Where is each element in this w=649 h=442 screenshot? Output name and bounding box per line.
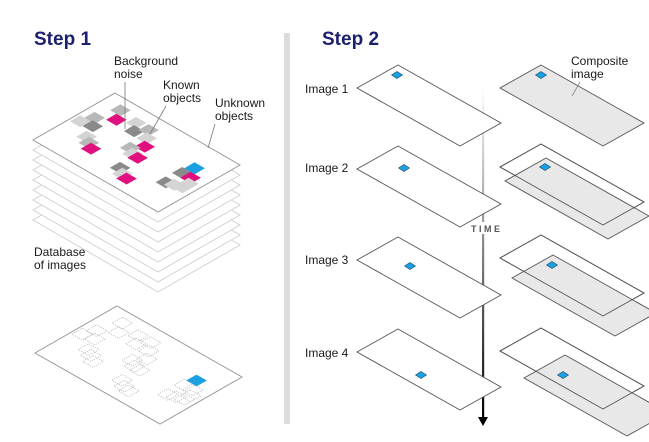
database-label-line2: of images xyxy=(34,258,86,272)
composite-4 xyxy=(499,327,649,437)
image-plate-outline xyxy=(356,328,502,411)
empty-cell xyxy=(125,337,148,351)
noise-cell xyxy=(123,125,145,138)
step1-title: Step 1 xyxy=(34,29,91,50)
unknown-object-cell xyxy=(186,374,207,387)
empty-cell xyxy=(121,353,144,367)
background-noise-label-line1: Background xyxy=(114,54,178,68)
composite-plate xyxy=(504,157,649,240)
noise-cell xyxy=(84,111,105,124)
unknown-objects-leader xyxy=(207,123,216,149)
empty-cell xyxy=(137,344,160,358)
empty-cell xyxy=(79,349,102,362)
image-4-label: Image 4 xyxy=(305,346,349,360)
empty-cell xyxy=(139,336,162,349)
object-marker xyxy=(545,261,559,269)
composite-plate xyxy=(523,354,649,437)
empty-cell xyxy=(135,352,158,366)
object-marker xyxy=(538,163,552,171)
composite-plate xyxy=(511,254,649,337)
step2-title: Step 2 xyxy=(322,29,379,50)
database-label-line1: Database xyxy=(34,245,86,259)
empty-cell xyxy=(173,392,196,406)
result-plate xyxy=(33,305,244,425)
composite-leader xyxy=(571,81,581,97)
noise-cell xyxy=(172,181,193,194)
composite-3 xyxy=(499,234,649,337)
known-object-cell xyxy=(127,151,148,164)
unknown-objects-label-line2: objects xyxy=(215,109,253,123)
step-divider xyxy=(284,33,290,424)
composite-2 xyxy=(499,143,649,240)
object-marker xyxy=(414,371,428,379)
time-label-bg xyxy=(469,222,498,234)
object-marker xyxy=(403,262,417,270)
known-object-cell xyxy=(106,113,127,126)
empty-cell xyxy=(83,332,106,346)
object-marker xyxy=(397,164,411,172)
known-objects-label-line1: Known xyxy=(163,78,200,92)
known-objects-leader xyxy=(149,105,167,135)
image-1-label: Image 1 xyxy=(305,82,349,96)
known-object-cell xyxy=(180,171,201,184)
empty-cell xyxy=(165,390,188,404)
object-marker xyxy=(390,71,404,79)
empty-cell xyxy=(81,355,105,368)
known-object-cell xyxy=(80,142,102,155)
noise-cell xyxy=(125,116,147,129)
empty-cell xyxy=(71,327,94,341)
empty-cell xyxy=(113,379,136,393)
composite-1 xyxy=(499,64,645,147)
noise-cell xyxy=(82,120,104,133)
noise-cell xyxy=(110,104,131,117)
image-plate-outline xyxy=(356,145,502,228)
object-marker xyxy=(534,71,548,79)
empty-cell xyxy=(111,373,134,387)
image-2-plate xyxy=(356,145,502,228)
empty-cell xyxy=(181,383,204,397)
time-arrow-line xyxy=(482,88,485,418)
empty-cell xyxy=(156,388,179,401)
time-label: TIME xyxy=(471,224,503,234)
background-noise-label-line2: noise xyxy=(114,67,143,81)
image-plate-outline-overlay xyxy=(499,327,645,410)
empty-cell xyxy=(173,378,196,392)
image-4-plate xyxy=(356,328,502,411)
image-plate-outline-overlay xyxy=(499,234,645,317)
image-3-plate xyxy=(356,236,502,319)
empty-cell xyxy=(128,363,151,377)
known-objects-label-line2: objects xyxy=(163,91,201,105)
noise-cell xyxy=(69,115,91,128)
noise-cell xyxy=(136,132,157,145)
image-plate-outline-overlay xyxy=(499,143,645,226)
step2-images xyxy=(356,64,649,437)
image-plate-outline xyxy=(356,236,502,319)
unknown-object-cell xyxy=(184,162,205,175)
known-object-cell xyxy=(116,172,137,185)
composite-image-label-line2: image xyxy=(571,67,604,81)
empty-cell xyxy=(111,316,134,330)
composite-plate xyxy=(499,64,645,147)
top-image-plate xyxy=(31,92,242,213)
known-object-cell xyxy=(134,140,155,153)
image-3-label: Image 3 xyxy=(305,253,349,267)
image-plate-outline xyxy=(356,64,502,147)
empty-cell xyxy=(179,389,202,403)
time-arrow-head xyxy=(478,417,488,426)
image-2-label: Image 2 xyxy=(305,161,349,175)
noise-cell xyxy=(178,177,199,190)
empty-cell xyxy=(117,384,140,398)
empty-cell xyxy=(85,324,108,338)
object-marker xyxy=(556,371,570,379)
empty-cell xyxy=(127,329,150,342)
unknown-objects-label-line1: Unknown xyxy=(215,96,265,110)
empty-cell xyxy=(107,326,130,339)
empty-cell xyxy=(77,343,100,356)
composite-image-label-line1: Composite xyxy=(571,54,629,68)
empty-cell xyxy=(123,359,146,373)
noise-cell xyxy=(138,124,159,136)
image-1-plate xyxy=(356,64,502,147)
